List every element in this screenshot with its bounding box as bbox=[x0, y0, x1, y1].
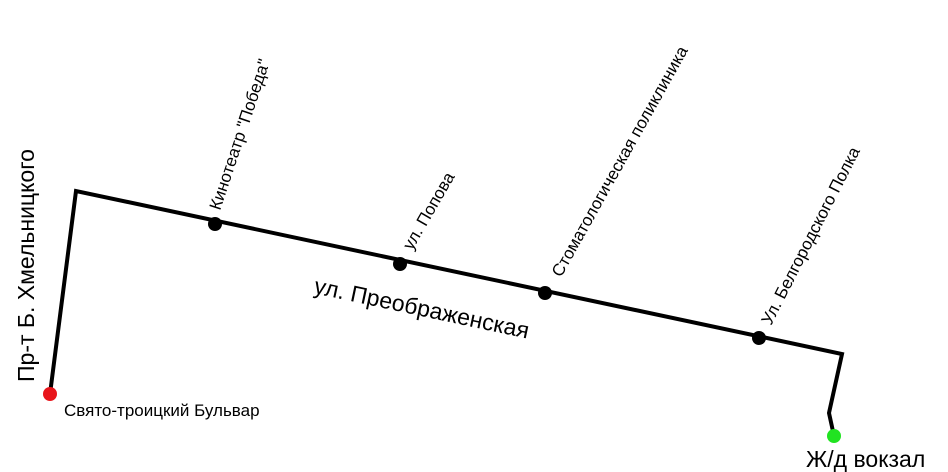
route-line bbox=[48, 188, 845, 437]
start-terminal-label: Свято-троицкий Бульвар bbox=[64, 401, 260, 420]
stop-marker-stomatologicheskaya-poliklinika[interactable] bbox=[538, 286, 552, 300]
stop-marker-ul-popova[interactable] bbox=[393, 257, 407, 271]
street-label-left-avenue: Пр-т Б. Хмельницкого bbox=[13, 149, 39, 382]
stop-marker-kinoteatr-pobeda[interactable] bbox=[208, 217, 222, 231]
end-terminal-label: Ж/д вокзал bbox=[806, 446, 925, 472]
end-terminal-marker[interactable] bbox=[827, 429, 841, 443]
start-terminal-marker[interactable] bbox=[43, 387, 57, 401]
stop-marker-ul-belgorodskogo-polka[interactable] bbox=[752, 331, 766, 345]
